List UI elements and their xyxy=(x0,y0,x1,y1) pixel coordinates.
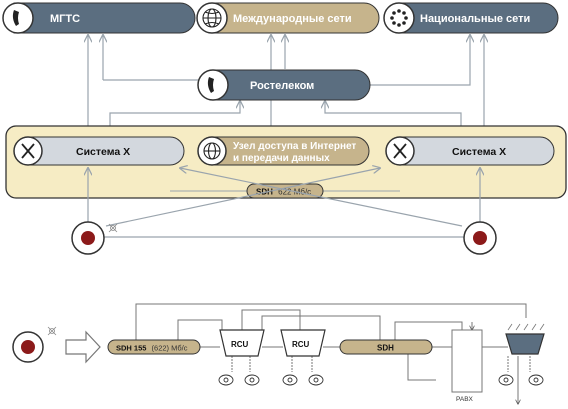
sdh-label: SDH xyxy=(377,344,394,353)
hollow-arrow-icon xyxy=(65,330,101,364)
x-switch-icon xyxy=(21,143,35,159)
node-international[interactable]: Международные сети xyxy=(196,2,380,34)
satellite-icon xyxy=(108,223,118,233)
phone-icon xyxy=(528,374,544,386)
right-system-node[interactable]: Система X xyxy=(385,136,555,166)
phone-icon xyxy=(308,374,324,386)
phone-icon xyxy=(244,374,260,386)
station-connections xyxy=(88,168,480,238)
bottom-connections xyxy=(135,303,531,404)
phone-icon xyxy=(498,374,514,386)
sdh-pill[interactable]: SDH xyxy=(339,339,433,355)
station-left[interactable] xyxy=(71,221,118,255)
national-label: Национальные сети xyxy=(420,13,530,25)
sdh155-rest: (622) Мб/с xyxy=(152,344,188,353)
rostelecom-label: Ростелеком xyxy=(250,80,314,92)
pabx-box[interactable]: PABX xyxy=(451,329,483,403)
link-system-left-rostelecom xyxy=(109,101,240,128)
right-system-label: Система X xyxy=(452,146,506,158)
left-system-label: Система X xyxy=(76,146,130,158)
phone-handset-icon xyxy=(207,77,214,93)
dial-icon xyxy=(390,9,408,27)
system-box: Система X Узел доступа в Интернет и пере… xyxy=(5,125,567,199)
rcu1-label: RCU xyxy=(231,340,249,349)
link-cross-right-left xyxy=(180,168,463,227)
rcu2-label: RCU xyxy=(292,340,310,349)
rcu-unit-1[interactable]: RCU xyxy=(219,329,265,357)
node-rostelecom[interactable]: Ростелеком xyxy=(197,69,371,101)
link-cross-left-right xyxy=(105,168,380,227)
satellite-icon xyxy=(47,326,57,336)
mux-unit[interactable] xyxy=(505,323,545,355)
svg-text:SDH 155 (622) Мб/с: SDH 155 (622) Мб/с xyxy=(116,344,188,353)
globe-icon xyxy=(202,8,222,28)
international-label: Международные сети xyxy=(233,13,352,25)
link-rostelecom-national xyxy=(340,35,470,86)
sdh155-pill[interactable]: SDH 155 (622) Мб/с xyxy=(107,339,201,355)
rcu-unit-2[interactable]: RCU xyxy=(280,329,326,357)
node-mgts[interactable]: МГТС xyxy=(2,2,196,34)
access-node-label-line1: Узел доступа в Интернет xyxy=(233,141,356,152)
x-switch-icon xyxy=(393,143,407,159)
node-national[interactable]: Национальные сети xyxy=(383,2,559,34)
sdh155-bold: SDH 155 xyxy=(116,344,146,353)
station-right[interactable] xyxy=(463,221,497,255)
access-node-label-line2: и передачи данных xyxy=(233,153,330,164)
phone-icons xyxy=(218,374,544,386)
phone-icon xyxy=(218,374,234,386)
pabx-label: PABX xyxy=(456,396,474,403)
access-node[interactable]: Узел доступа в Интернет и передачи данны… xyxy=(197,136,370,166)
globe-icon xyxy=(203,142,221,160)
left-system-node[interactable]: Система X xyxy=(13,136,185,166)
mgts-label: МГТС xyxy=(50,13,80,25)
link-system-right-rostelecom xyxy=(325,101,462,128)
phone-icon xyxy=(282,374,298,386)
bottom-station[interactable] xyxy=(12,326,57,363)
phone-handset-icon xyxy=(12,10,19,26)
